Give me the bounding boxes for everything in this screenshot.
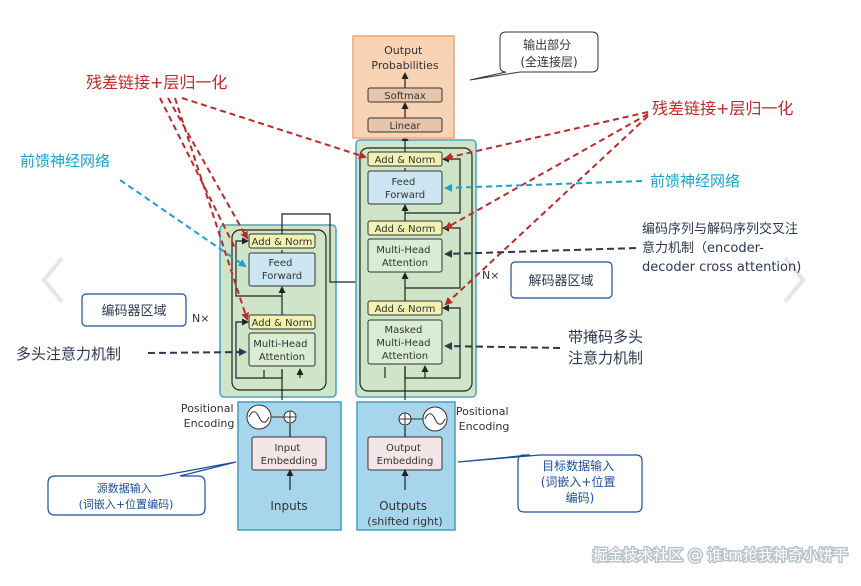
encoder-input-embedding-label: Input Embedding (261, 443, 318, 467)
decoder-feed-forward-label: Feed Forward (385, 177, 425, 201)
decoder-region-label: 解码器区域 (528, 274, 593, 289)
ffn-left-label: 前馈神经网络 (20, 152, 110, 170)
target-input-callout (457, 454, 643, 513)
decoder-masked-attention-label: Masked Multi-Head Attention (376, 325, 433, 362)
encoder-region-box (81, 293, 187, 327)
encoder-add-norm-top-label: Add & Norm (252, 237, 313, 248)
chevron-left-icon (41, 256, 64, 304)
encoder-repeat: N× (192, 312, 209, 325)
decoder-masked-attention (367, 319, 443, 365)
residual-left-label: 残差链接+层归一化 (86, 73, 227, 92)
decoder-outputs-label: Outputs (shifted right) (367, 499, 442, 528)
encoder-region-label: 编码器区域 (101, 304, 166, 319)
cross-attention-label: 编码序列与解码序列交叉注 意力机制（encoder- decoder cross… (642, 221, 802, 275)
decoder-cross-attention-label: Multi-Head Attention (376, 245, 433, 269)
decoder-add-norm-mid-label: Add & Norm (375, 224, 436, 235)
output-part-callout (469, 31, 599, 81)
encoder-positional-label: Positional Encoding (181, 402, 237, 430)
encoder-block (219, 224, 337, 398)
softmax-label: Softmax (384, 91, 426, 102)
chevron-right-icon (783, 256, 806, 304)
decoder-inner (359, 147, 473, 392)
multi-head-label: 多头注意力机制 (16, 345, 121, 363)
encoder-feed-forward-label: Feed Forward (262, 258, 302, 282)
decoder-add-norm-bottom-label: Add & Norm (375, 304, 436, 315)
output-part-text: 输出部分 (全连接层) (520, 37, 577, 69)
encoder-inputs-label: Inputs (270, 499, 307, 513)
decoder-region-box (510, 261, 613, 299)
decoder-output-embedding-label: Output Embedding (377, 443, 434, 467)
encoder-attention (248, 332, 316, 367)
residual-right-label: 残差链接+层归一化 (652, 99, 793, 118)
source-input-text: 源数据输入 (词嵌入+位置编码) (79, 481, 174, 511)
ffn-right-label: 前馈神经网络 (650, 172, 740, 190)
linear-label: Linear (389, 121, 421, 132)
output-probabilities-label: Output Probabilities (371, 44, 438, 72)
decoder-repeat: N× (482, 269, 499, 282)
source-input-callout (47, 461, 237, 516)
encoder-inner (231, 229, 327, 391)
masked-multi-head-label: 带掩码多头 注意力机制 (568, 328, 648, 367)
encoder-add-norm-bottom-label: Add & Norm (252, 318, 313, 329)
decoder-add-norm-top-label: Add & Norm (375, 155, 436, 166)
encoder-attention-label: Multi-Head Attention (253, 339, 310, 363)
decoder-positional-label: Positional Encoding (456, 405, 512, 433)
target-input-text: 目标数据输入 (词嵌入+位置 编码) (541, 458, 620, 505)
watermark: 掘金技术社区 @ 谁tm抢我神奇小饼干 (593, 546, 848, 564)
